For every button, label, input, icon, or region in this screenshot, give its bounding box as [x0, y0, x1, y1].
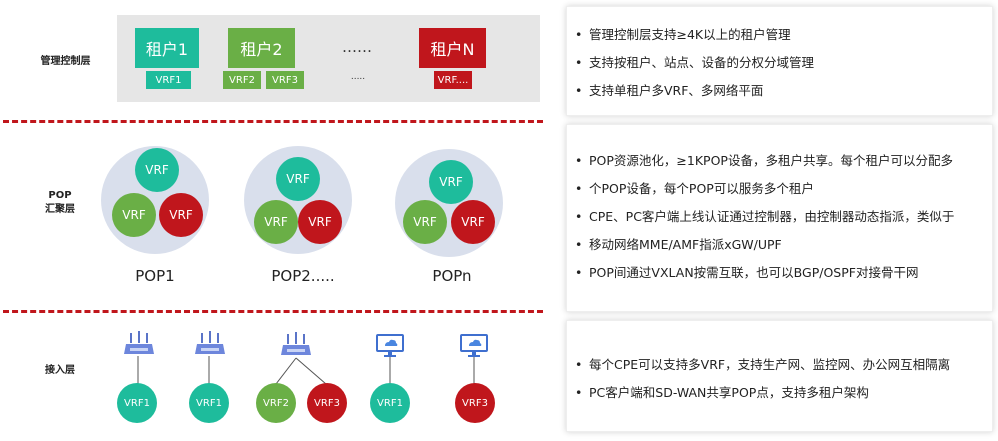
- access-links: [137, 356, 475, 385]
- panel-management-item: 支持单租户多VRF、多网络平面: [567, 77, 992, 105]
- access-vrf-pc2: VRF3: [455, 383, 495, 423]
- pop1-vrf-left: VRF: [112, 193, 156, 237]
- panel-management: 管理控制层支持≥4K以上的租户管理 支持按租户、站点、设备的分权分域管理 支持单…: [566, 6, 993, 116]
- popn-label: POPn: [432, 267, 472, 285]
- panel-access-item: 每个CPE可以支持多VRF，支持生产网、监控网、办公网互相隔离: [567, 351, 992, 379]
- panel-management-item: 支持按租户、站点、设备的分权分域管理: [567, 49, 992, 77]
- layer-label-management: 管理控制层: [40, 56, 91, 67]
- panel-access: 每个CPE可以支持多VRF，支持生产网、监控网、办公网互相隔离 PC客户端和SD…: [566, 320, 993, 432]
- access-vrf-cpe2: VRF1: [189, 383, 229, 423]
- divider-line-top: [3, 120, 543, 123]
- pop1-vrf-right: VRF: [159, 193, 203, 237]
- panel-pop-item: POP资源池化，≥1KPOP设备，多租户共享。每个租户可以分配多: [567, 147, 992, 175]
- panel-pop-item: POP间通过VXLAN按需互联，也可以BGP/OSPF对接骨干网: [567, 259, 992, 287]
- monitor-icon: [376, 334, 404, 357]
- layer-label-pop-line1: POP: [48, 190, 72, 201]
- divider-line-bottom: [3, 310, 543, 313]
- pop2-vrf-right: VRF: [298, 200, 342, 244]
- panel-pop-item-continued: 移动网络MME/AMF指派xGW/UPF: [567, 231, 992, 259]
- router-icon: [281, 332, 311, 355]
- vrf-tag-vrf3: VRF3: [266, 71, 304, 89]
- vrf-tag-vrf2: VRF2: [223, 71, 261, 89]
- router-icon: [124, 331, 154, 354]
- vrf-tag-ellipsis: .....: [350, 72, 366, 82]
- monitor-icon: [460, 334, 488, 357]
- pop2-vrf-top: VRF: [276, 157, 320, 201]
- pop2-vrf-left: VRF: [254, 200, 298, 244]
- panel-pop-item-continued: 个POP设备，每个POP可以服务多个租户: [567, 175, 992, 203]
- tenant-n-box: 租户N: [419, 28, 486, 68]
- layer-label-access: 接入层: [45, 365, 75, 376]
- panel-management-item: 管理控制层支持≥4K以上的租户管理: [567, 21, 992, 49]
- access-vrf-pc1: VRF1: [370, 383, 410, 423]
- access-vrf-cpe3-vrf2: VRF2: [256, 383, 296, 423]
- layer-label-pop: POP 汇聚层: [30, 189, 90, 217]
- router-icon: [195, 331, 225, 354]
- layer-label-pop-line2: 汇聚层: [45, 204, 75, 215]
- pop2-label: POP2.....: [271, 267, 335, 285]
- vrf-tag-tenantn: VRF....: [434, 71, 472, 89]
- popn-vrf-right: VRF: [451, 200, 495, 244]
- pop1-vrf-top: VRF: [135, 148, 179, 192]
- panel-pop-item: CPE、PC客户端上线认证通过控制器，由控制器动态指派，类似于: [567, 203, 992, 231]
- pop1-label: POP1: [135, 267, 175, 285]
- popn-vrf-top: VRF: [429, 160, 473, 204]
- panel-access-item: PC客户端和SD-WAN共享POP点，支持多租户架构: [567, 379, 992, 407]
- tenant-ellipsis: ……: [342, 38, 372, 56]
- access-vrf-cpe3-vrf3: VRF3: [307, 383, 347, 423]
- popn-vrf-left: VRF: [403, 200, 447, 244]
- panel-pop: POP资源池化，≥1KPOP设备，多租户共享。每个租户可以分配多 个POP设备，…: [566, 124, 993, 312]
- tenant-2-box: 租户2: [228, 28, 295, 68]
- access-vrf-cpe1: VRF1: [117, 383, 157, 423]
- vrf-tag-tenant1: VRF1: [146, 71, 191, 89]
- tenant-1-box: 租户1: [135, 28, 199, 68]
